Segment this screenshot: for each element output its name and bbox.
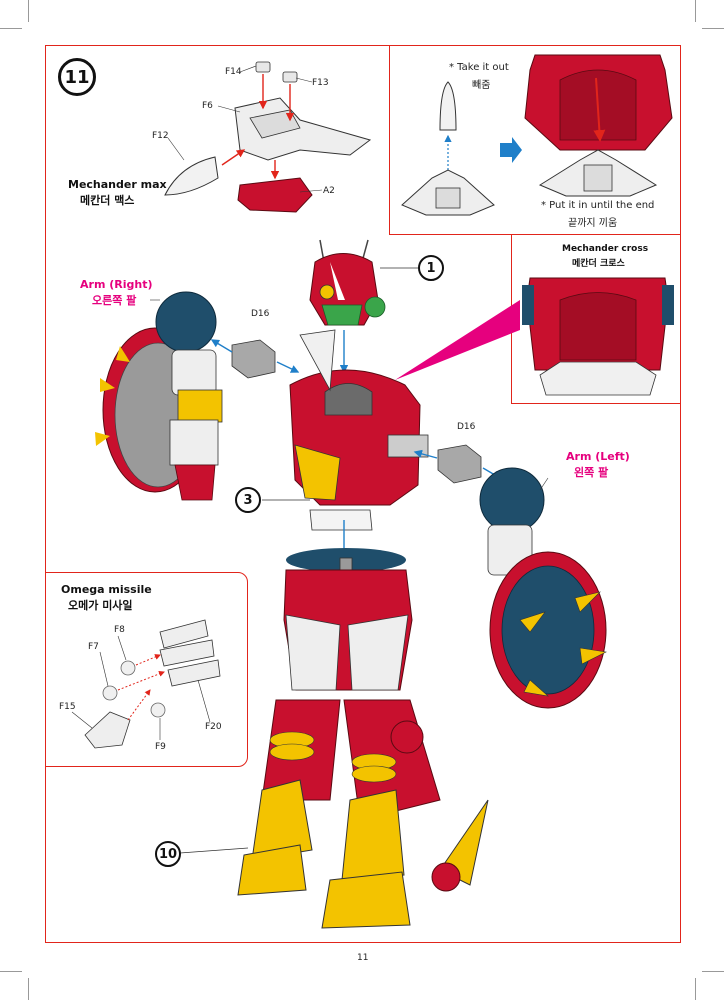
part-label-d16-right: D16 bbox=[251, 309, 269, 319]
mechander-cross-title: Mechander cross bbox=[562, 244, 648, 254]
part-label-f8: F8 bbox=[114, 625, 125, 635]
ref-head-badge: 1 bbox=[418, 255, 444, 281]
arm-left-drawing bbox=[415, 445, 606, 708]
arm-left-label: Arm (Left) bbox=[566, 450, 630, 463]
detail-mechander-cross-drawing bbox=[522, 278, 674, 395]
mechander-cross-title-ko: 메칸더 크로스 bbox=[572, 256, 625, 269]
part-label-f6: F6 bbox=[202, 101, 213, 111]
step-number-badge: 11 bbox=[58, 58, 96, 96]
torso-drawing bbox=[262, 330, 428, 562]
omega-missile-title: Omega missile bbox=[61, 583, 152, 596]
part-label-f14: F14 bbox=[225, 67, 242, 77]
ref-legs-badge: 10 bbox=[155, 841, 181, 867]
part-label-d16-left: D16 bbox=[457, 422, 475, 432]
part-label-f7: F7 bbox=[88, 642, 99, 652]
put-in-note: * Put it in until the end bbox=[541, 200, 654, 211]
arm-right-drawing bbox=[95, 292, 298, 500]
part-label-f9: F9 bbox=[155, 742, 166, 752]
put-in-note-ko: 끝까지 끼움 bbox=[568, 214, 617, 229]
omega-missile-drawing bbox=[72, 620, 220, 748]
legs-drawing bbox=[180, 548, 488, 928]
take-out-note: * Take it out bbox=[449, 62, 509, 73]
callout-wedge bbox=[395, 300, 520, 380]
arm-left-label-ko: 왼쪽 팔 bbox=[574, 464, 608, 480]
part-label-f12: F12 bbox=[152, 131, 169, 141]
mechander-max-title: Mechander max bbox=[68, 178, 167, 191]
part-label-f15: F15 bbox=[59, 702, 76, 712]
take-out-note-ko: 빼줌 bbox=[472, 76, 490, 91]
detail-missile-drawing bbox=[402, 55, 672, 215]
mechander-max-drawing bbox=[165, 62, 370, 212]
arm-right-label-ko: 오른쪽 팔 bbox=[92, 292, 136, 308]
arm-right-label: Arm (Right) bbox=[80, 278, 153, 291]
page-number: 11 bbox=[357, 953, 368, 963]
part-label-f13: F13 bbox=[312, 78, 329, 88]
part-label-f20: F20 bbox=[205, 722, 222, 732]
ref-torso-badge: 3 bbox=[235, 487, 261, 513]
omega-missile-title-ko: 오메가 미사일 bbox=[68, 597, 133, 613]
part-label-a2: A2 bbox=[323, 186, 335, 196]
mechander-max-title-ko: 메칸더 맥스 bbox=[80, 192, 134, 208]
